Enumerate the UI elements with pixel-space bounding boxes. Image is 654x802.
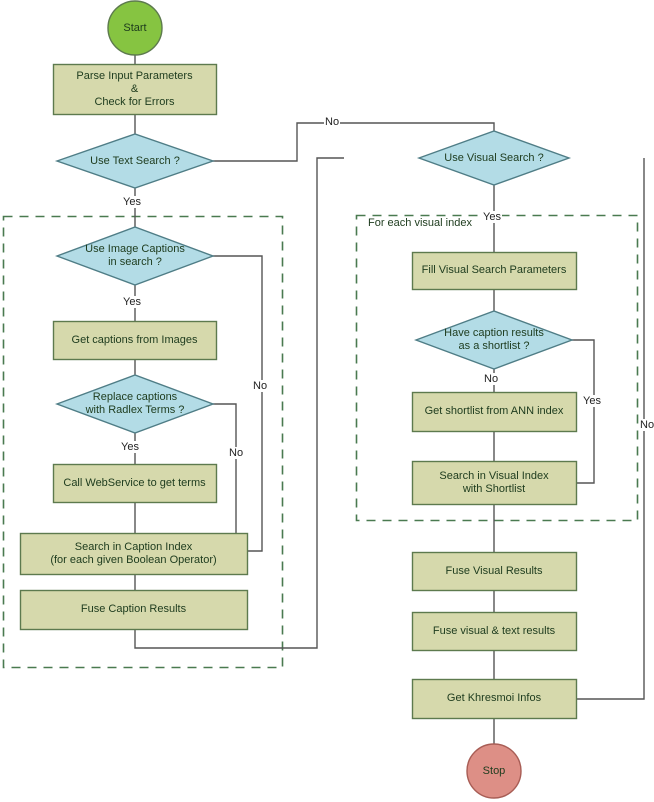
group-box-text-search-group [2,215,284,669]
process-node-parse-input[interactable] [52,63,218,116]
edge-label-shortlist-yes: Yes [582,395,602,407]
process-node-get-shortlist-ann[interactable] [411,391,578,433]
edge-label-text-search-yes: Yes [122,196,142,208]
connector-shortlist-yes-path [572,339,595,484]
connector-captions-no-path [213,255,263,552]
connector-text-search-no-path [213,122,495,162]
edge-label-replace-captions-no: No [228,447,245,459]
group-label-visual-index-group: For each visual index [366,217,474,229]
process-node-search-visual-index[interactable] [411,460,578,506]
terminator-node-stop[interactable] [466,743,522,799]
process-node-get-captions[interactable] [52,320,218,361]
group-box-visual-index-group [355,214,639,522]
connector-visual-search-no-path [576,158,645,700]
decision-node-use-visual-search[interactable] [416,130,572,186]
decision-node-use-text-search[interactable] [54,133,216,189]
terminator-node-start[interactable] [107,0,163,56]
process-node-get-khresmoi-infos[interactable] [411,678,578,720]
process-node-fill-visual-params[interactable] [411,251,578,291]
decision-node-replace-captions[interactable] [54,374,216,434]
decision-node-use-image-captions[interactable] [54,226,216,286]
process-node-fuse-visual-text[interactable] [411,611,578,652]
edge-label-visual-search-no: No [639,419,654,431]
edge-label-image-captions-yes: Yes [122,296,142,308]
edge-label-visual-search-yes: Yes [482,211,502,223]
edge-label-replace-captions-yes: Yes [120,441,140,453]
edge-label-image-captions-no: No [252,380,269,392]
process-node-fuse-visual-results[interactable] [411,551,578,592]
connector-fuse-caption-out [134,157,344,649]
edge-label-shortlist-no: No [483,373,500,385]
process-node-search-caption-index[interactable] [19,532,249,576]
edge-label-text-search-no: No [324,116,341,128]
process-node-fuse-caption-results[interactable] [19,589,249,631]
process-node-call-webservice[interactable] [52,463,218,504]
decision-node-have-caption-shortlist[interactable] [413,310,575,370]
